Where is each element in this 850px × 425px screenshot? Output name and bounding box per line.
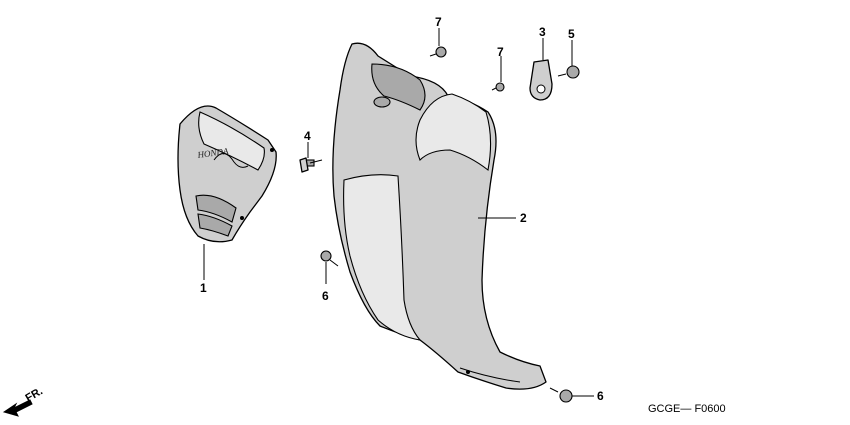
part-4-screw xyxy=(299,157,323,173)
drawing-code: GCGE— F0600 xyxy=(648,403,726,415)
part-5-bolt xyxy=(557,65,580,79)
front-direction-indicator: FR. xyxy=(2,385,45,417)
callout-2: 2 xyxy=(520,211,527,225)
arrow-icon xyxy=(2,399,33,417)
direction-label: FR. xyxy=(24,385,45,404)
part-7a-screw xyxy=(429,46,447,58)
callout-4: 4 xyxy=(304,129,311,143)
callout-6b: 6 xyxy=(597,389,604,403)
model-logo: HONDA xyxy=(196,146,230,160)
callout-3: 3 xyxy=(539,25,546,39)
part-6b-bolt xyxy=(549,387,573,403)
part-2-inner-cover xyxy=(332,42,547,390)
callout-5: 5 xyxy=(568,27,575,41)
leader-lines xyxy=(203,28,594,397)
part-3-clip xyxy=(529,59,553,101)
part-1-front-cover: HONDA xyxy=(177,105,277,243)
callout-6a: 6 xyxy=(322,289,329,303)
part-6a-bolt xyxy=(320,250,339,267)
callout-7a: 7 xyxy=(435,15,442,29)
callout-1: 1 xyxy=(200,281,207,295)
callout-7b: 7 xyxy=(497,45,504,59)
part-7b-screw xyxy=(491,82,505,92)
